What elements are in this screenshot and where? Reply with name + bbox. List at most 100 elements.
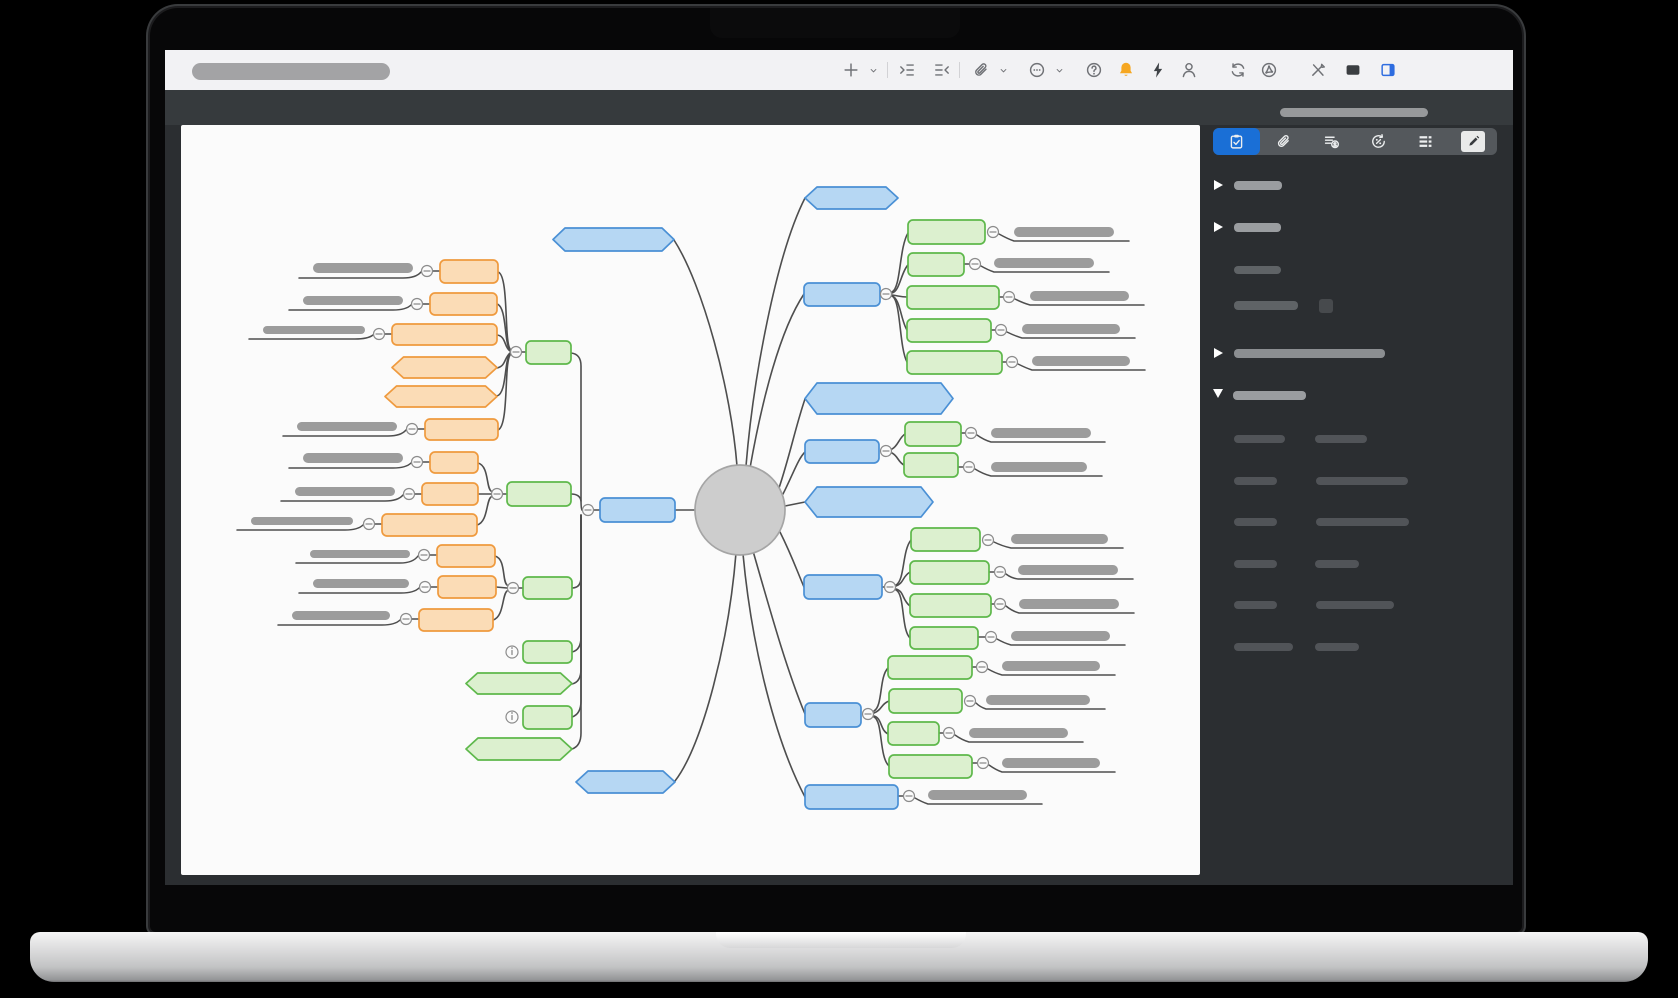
collapse-arrow-icon[interactable] xyxy=(1213,389,1223,398)
chevron-down-icon[interactable] xyxy=(1049,60,1069,80)
tools-icon[interactable] xyxy=(1308,60,1328,80)
clipboard-check-icon xyxy=(1228,133,1245,150)
mindmap-node-green[interactable] xyxy=(522,576,573,600)
mindmap-node-blue[interactable] xyxy=(804,439,880,464)
mindmap-node-green[interactable] xyxy=(887,721,940,746)
tab-progress[interactable] xyxy=(1355,128,1402,155)
mindmap-node-green[interactable] xyxy=(887,655,973,680)
mindmap-node-orange[interactable] xyxy=(418,608,494,632)
mindmap-edge xyxy=(891,232,909,293)
mindmap-node-blue[interactable] xyxy=(803,574,883,600)
mindmap-node-blue[interactable] xyxy=(599,497,676,523)
tab-costs[interactable] xyxy=(1308,128,1355,155)
mindmap-node-green[interactable] xyxy=(903,452,959,478)
panel-icon[interactable] xyxy=(1378,60,1398,80)
sidebar-checkbox[interactable] xyxy=(1319,299,1333,313)
mindmap-node-green[interactable] xyxy=(522,640,573,664)
mindmap-node-blue[interactable] xyxy=(804,784,899,810)
mindmap-node-green[interactable] xyxy=(907,219,986,245)
mindmap-node-green[interactable] xyxy=(888,754,973,779)
help-icon[interactable] xyxy=(1084,60,1104,80)
mindmap-node-green[interactable] xyxy=(910,527,981,552)
mindmap-hexagon-node-blue[interactable] xyxy=(575,770,676,794)
toolbar-divider xyxy=(887,62,888,78)
mindmap-hexagon-node-orange[interactable] xyxy=(391,356,498,379)
mindmap-node-orange[interactable] xyxy=(424,418,499,441)
mindmap-hexagon-node-blue[interactable] xyxy=(804,186,899,210)
mindmap-hexagon-node-orange[interactable] xyxy=(384,385,498,408)
mindmap-leader-line xyxy=(1014,298,1145,306)
mindmap-edge xyxy=(571,514,582,685)
expand-arrow-icon[interactable] xyxy=(1214,222,1223,232)
mindmap-node-green[interactable] xyxy=(907,252,965,277)
percent-refresh-icon xyxy=(1370,133,1387,150)
tab-tasks[interactable] xyxy=(1213,128,1261,155)
mindmap-leader-line xyxy=(996,638,1126,646)
mindmap-node-green[interactable] xyxy=(909,593,992,618)
mindmap-node-green[interactable] xyxy=(888,688,963,714)
mindmap-hexagon-node-blue[interactable] xyxy=(804,382,954,415)
mindmap-edge xyxy=(496,334,511,352)
mindmap-node-orange[interactable] xyxy=(381,513,478,537)
mindmap-node-green[interactable] xyxy=(525,340,572,365)
mindmap-node-orange[interactable] xyxy=(429,292,498,316)
mindmap-hexagon-node-green[interactable] xyxy=(465,672,573,695)
mindmap-node-blue[interactable] xyxy=(804,702,862,728)
info-icon-dot xyxy=(511,712,513,714)
sync-icon[interactable] xyxy=(1228,60,1248,80)
account-icon[interactable] xyxy=(1179,60,1199,80)
placeholder-text-pill xyxy=(986,695,1090,705)
expand-arrow-icon[interactable] xyxy=(1214,180,1223,190)
tab-fields[interactable] xyxy=(1402,128,1449,155)
mindmap-hexagon-node-blue[interactable] xyxy=(804,486,934,518)
notifications-icon[interactable] xyxy=(1116,60,1136,80)
add-icon[interactable] xyxy=(841,60,861,80)
more-options-icon[interactable] xyxy=(1027,60,1047,80)
mindmap-node-green[interactable] xyxy=(906,285,1000,310)
mindmap-hexagon-node-green[interactable] xyxy=(465,737,573,761)
mindmap-node-green[interactable] xyxy=(904,421,962,447)
network-icon[interactable] xyxy=(1259,60,1279,80)
mindmap-node-orange[interactable] xyxy=(421,482,479,506)
chevron-down-icon[interactable] xyxy=(993,60,1013,80)
sidebar-placeholder-bar xyxy=(1234,560,1277,568)
tab-edit[interactable] xyxy=(1450,128,1497,155)
mindmap-node-orange[interactable] xyxy=(429,451,479,474)
field-list-icon xyxy=(1417,133,1434,150)
tab-links[interactable] xyxy=(1260,128,1307,155)
mindmap-node-green[interactable] xyxy=(909,626,979,650)
placeholder-text-pill xyxy=(1002,661,1100,671)
sidebar-placeholder-bar xyxy=(1316,518,1409,526)
mindmap-node-green[interactable] xyxy=(522,705,573,730)
expand-arrow-icon[interactable] xyxy=(1214,348,1223,358)
mindmap-node-orange[interactable] xyxy=(391,323,498,346)
mindmap-node-green[interactable] xyxy=(506,481,572,507)
chevron-down-icon[interactable] xyxy=(863,60,883,80)
mindmap-edge xyxy=(891,433,906,450)
mindmap-leader-line xyxy=(277,619,401,626)
mindmap-node-green[interactable] xyxy=(906,318,992,343)
mindmap-hexagon-node-blue[interactable] xyxy=(552,227,675,252)
outdent-icon[interactable] xyxy=(932,60,952,80)
activity-icon[interactable] xyxy=(1148,60,1168,80)
mindmap-node-orange[interactable] xyxy=(439,259,499,284)
mindmap-edge xyxy=(873,667,889,712)
mindmap-node-orange[interactable] xyxy=(437,575,497,599)
placeholder-text-pill xyxy=(991,462,1087,472)
primary-toolbar xyxy=(165,50,1513,90)
sidebar-placeholder-bar xyxy=(1234,181,1282,190)
mindmap-node-green[interactable] xyxy=(909,560,990,585)
mindmap-node-blue[interactable] xyxy=(803,282,881,307)
mindmap-canvas[interactable] xyxy=(181,125,1200,875)
attachment-icon[interactable] xyxy=(971,60,991,80)
mindmap-node-green[interactable] xyxy=(906,350,1003,375)
indent-icon[interactable] xyxy=(897,60,917,80)
mindmap-edge xyxy=(895,539,912,586)
mindmap-leader-line xyxy=(976,434,1106,443)
mindmap-root-node[interactable] xyxy=(694,464,786,556)
display-icon[interactable] xyxy=(1343,60,1363,80)
placeholder-text-pill xyxy=(295,487,395,496)
mindmap-node-orange[interactable] xyxy=(436,544,496,568)
mindmap-edge xyxy=(492,590,508,621)
mindmap-leader-line xyxy=(914,797,1043,805)
